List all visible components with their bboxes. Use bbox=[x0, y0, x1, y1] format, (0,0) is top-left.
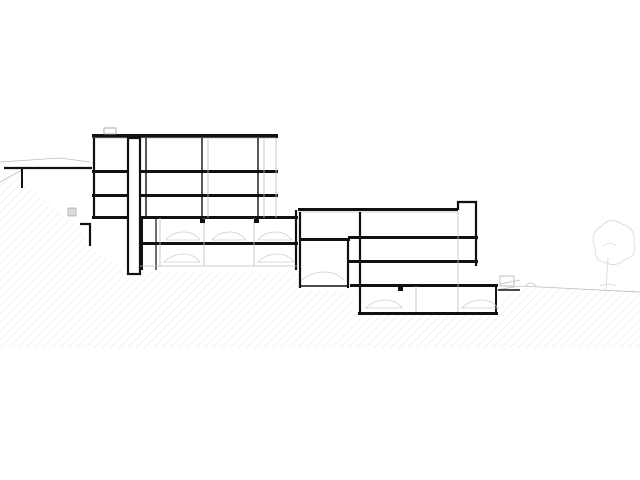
left-terrace bbox=[4, 166, 92, 246]
floor-slab bbox=[348, 260, 478, 263]
terrain-lines bbox=[0, 157, 640, 293]
car-icon bbox=[163, 231, 295, 263]
middle-connector bbox=[298, 208, 458, 288]
tree-icon bbox=[592, 220, 636, 291]
floor-slab bbox=[350, 284, 498, 287]
floor-slab bbox=[92, 170, 278, 173]
floor-slab bbox=[92, 194, 278, 197]
floor-slab bbox=[348, 236, 478, 239]
floor-slab bbox=[140, 242, 298, 245]
car-icon bbox=[365, 299, 499, 309]
roof-slab-left bbox=[92, 134, 278, 138]
stair-core bbox=[126, 136, 142, 276]
left-building bbox=[92, 127, 298, 276]
roof-parapet-right bbox=[456, 200, 478, 266]
floor-slab bbox=[358, 312, 498, 315]
right-building bbox=[348, 200, 537, 315]
floor-slab bbox=[92, 216, 298, 219]
ground-fill bbox=[0, 176, 640, 348]
